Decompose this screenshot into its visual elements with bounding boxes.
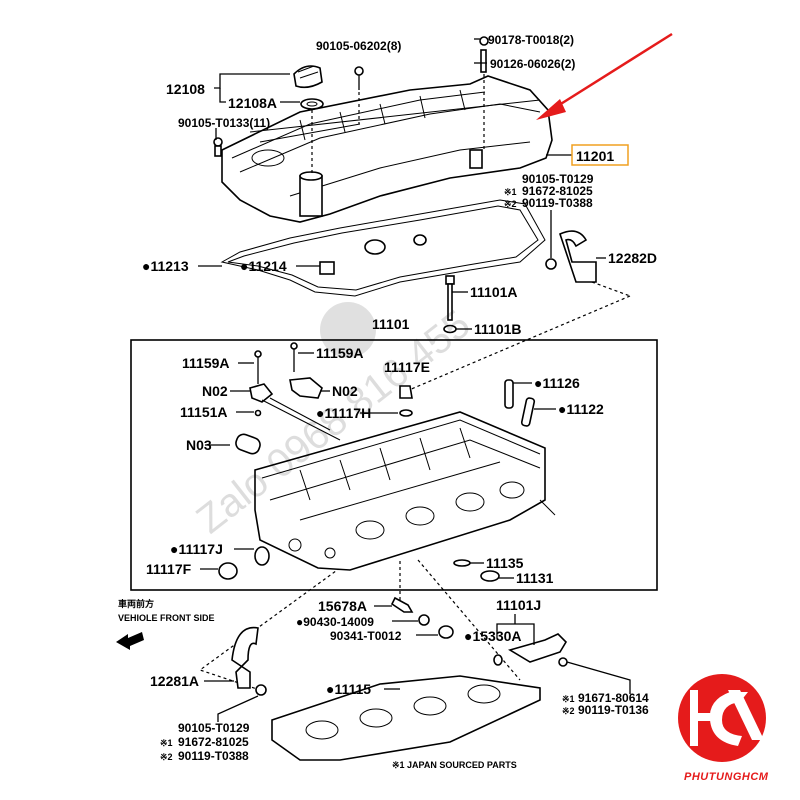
part-labels: 90105-06202(8) 90178-T0018(2) 90126-0602… xyxy=(118,33,657,770)
label-90105-t0129-top[interactable]: 90105-T0129 xyxy=(522,172,594,186)
cylinder-head-drawing xyxy=(254,411,556,571)
label-15330a[interactable]: ●15330A xyxy=(464,628,522,644)
front-direction-arrow-icon xyxy=(116,632,144,650)
label-11101a[interactable]: 11101A xyxy=(470,284,518,300)
engine-hanger-rear-drawing xyxy=(545,210,597,283)
label-11101j[interactable]: 11101J xyxy=(496,597,541,613)
cylinder-head-cover-drawing xyxy=(221,75,553,223)
label-90119-t0136[interactable]: 90119-T0136 xyxy=(578,703,649,717)
label-90105-t0129-bottom[interactable]: 90105-T0129 xyxy=(178,721,250,735)
label-11201[interactable]: 11201 xyxy=(576,148,614,164)
label-11151a[interactable]: 11151A xyxy=(180,404,228,420)
label-12108[interactable]: 12108 xyxy=(166,81,205,97)
watermark-logo-icon xyxy=(320,302,376,358)
note-mark-1-right: ※1 xyxy=(562,694,575,704)
label-11159a-right[interactable]: 11159A xyxy=(316,345,364,361)
cylinder-head-frame xyxy=(130,339,658,591)
valve-train-parts-drawing xyxy=(218,342,536,582)
label-11117f[interactable]: 11117F xyxy=(146,561,192,577)
note-mark-1-bottom: ※1 xyxy=(160,738,173,748)
note-mark-2-bottom: ※2 xyxy=(160,752,173,762)
leader-lines xyxy=(198,38,631,694)
label-91672-81025-top[interactable]: 91672-81025 xyxy=(522,184,593,198)
label-11117h[interactable]: ●11117H xyxy=(316,405,371,421)
label-12281a[interactable]: 12281A xyxy=(150,673,199,689)
label-11213[interactable]: ●11213 xyxy=(142,258,189,274)
brand-logo: PHUTUNGHCM xyxy=(678,674,769,783)
label-12108a[interactable]: 12108A xyxy=(228,95,277,111)
label-11101b[interactable]: 11101B xyxy=(474,321,522,337)
label-n02-right[interactable]: N02 xyxy=(332,383,358,399)
label-11159a-left[interactable]: 11159A xyxy=(182,355,230,371)
label-11126[interactable]: ●11126 xyxy=(534,375,580,391)
note-mark-2-right: ※2 xyxy=(562,706,575,716)
label-11135[interactable]: 11135 xyxy=(486,555,524,571)
label-90126-06026[interactable]: 90126-06026(2) xyxy=(490,57,575,71)
label-n03[interactable]: N03 xyxy=(186,437,212,453)
cover-bolts-drawing xyxy=(213,36,489,176)
label-12282d[interactable]: 12282D xyxy=(608,250,657,266)
label-90105-06202[interactable]: 90105-06202(8) xyxy=(316,39,401,53)
label-91672-81025-bottom[interactable]: 91672-81025 xyxy=(178,735,249,749)
label-91671-80614[interactable]: 91671-80614 xyxy=(578,691,649,705)
label-11122[interactable]: ●11122 xyxy=(558,401,604,417)
red-pointer-arrow xyxy=(536,32,673,120)
note-mark-1-top: ※1 xyxy=(504,187,517,197)
head-cover-gasket-drawing xyxy=(220,199,546,297)
front-side-label-jp: 車両前方 xyxy=(118,598,154,609)
oil-filler-cap-drawing xyxy=(293,65,324,110)
label-90178-t0018[interactable]: 90178-T0018(2) xyxy=(488,33,574,47)
label-90430-14009[interactable]: ●90430-14009 xyxy=(296,615,374,629)
label-11117e[interactable]: 11117E xyxy=(384,359,430,375)
label-11131[interactable]: 11131 xyxy=(516,570,554,586)
label-11101[interactable]: 11101 xyxy=(372,316,410,332)
label-90119-t0388-top[interactable]: 90119-T0388 xyxy=(522,196,593,210)
label-15678a[interactable]: 15678A xyxy=(318,598,367,614)
lower-parts-drawing xyxy=(116,596,568,761)
note-mark-2-top: ※2 xyxy=(504,199,517,209)
label-n02-left[interactable]: N02 xyxy=(202,383,228,399)
footnote-japan-sourced: ※1 JAPAN SOURCED PARTS xyxy=(392,760,517,770)
label-11117j[interactable]: ●11117J xyxy=(170,541,223,557)
label-11214[interactable]: ●11214 xyxy=(240,258,287,274)
label-90105-t0133[interactable]: 90105-T0133(11) xyxy=(178,116,270,130)
front-side-label-en: VEHIOLE FRONT SIDE xyxy=(118,613,215,623)
label-90119-t0388-bottom[interactable]: 90119-T0388 xyxy=(178,749,249,763)
label-11115[interactable]: ●11115 xyxy=(326,681,371,697)
brand-name: PHUTUNGHCM xyxy=(684,771,769,783)
label-90341-t0012[interactable]: 90341-T0012 xyxy=(330,629,402,643)
highlight-box-11201 xyxy=(571,144,629,166)
